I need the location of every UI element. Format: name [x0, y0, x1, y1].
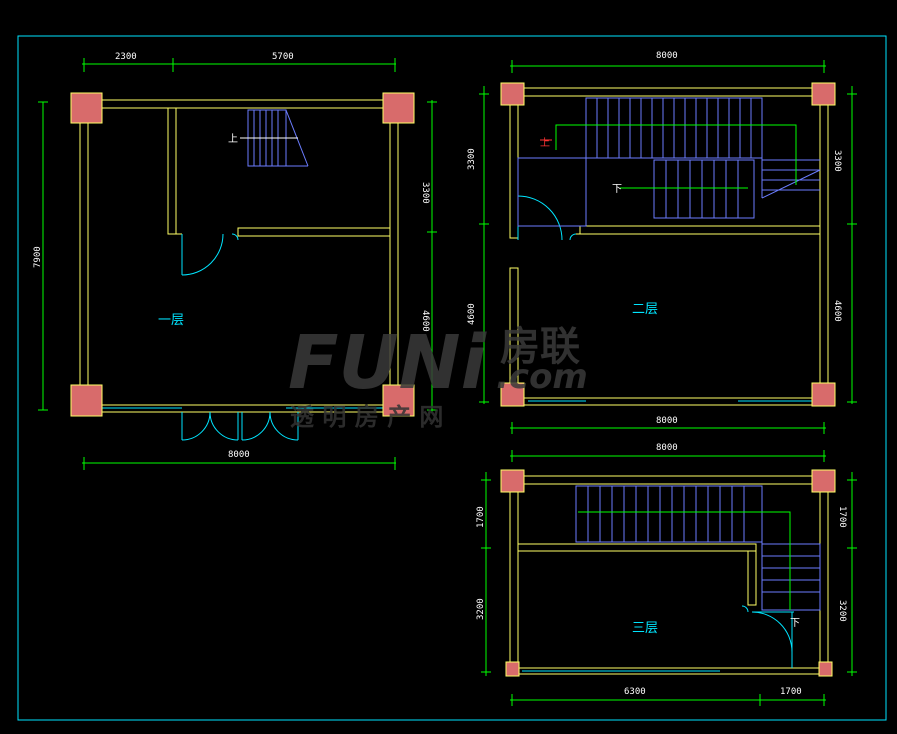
- floor-3-dim-top: 8000: [656, 443, 678, 453]
- floor-3-stair: [575, 485, 821, 611]
- floor-1-stair-up-label: 上: [228, 133, 238, 145]
- floor-2-dimensions: [479, 60, 857, 434]
- floor-3-dim-left-top: 1700: [476, 506, 486, 528]
- floor-1-columns: [70, 92, 415, 417]
- floor-2-dim-right-bottom: 4600: [832, 300, 842, 322]
- floor-3-dim-left-bottom: 3200: [476, 598, 486, 620]
- floor-2-columns: [500, 82, 836, 407]
- floor-3-dim-bottom-right: 1700: [780, 687, 802, 697]
- floor-2-dim-top: 8000: [656, 51, 678, 61]
- watermark-tagline: 透 明 房 产 网: [290, 403, 443, 431]
- floor-3-label: 三层: [632, 621, 658, 636]
- floor-2-stair: [517, 97, 821, 227]
- floor-2-stair-up-label: 上: [540, 137, 550, 149]
- floor-1-stair: [240, 109, 309, 167]
- floor-2-dim-bottom: 8000: [656, 416, 678, 426]
- floor-1-dim-right-bottom: 4600: [420, 310, 430, 332]
- floor-1-dim-bottom: 8000: [228, 450, 250, 460]
- watermark-brand-cn: 房联: [500, 324, 580, 370]
- floor-3-dim-right-top: 1700: [837, 506, 847, 528]
- floor-3-columns: [500, 469, 836, 677]
- floor-3-doors: [741, 605, 794, 668]
- floor-1-dim-top-left: 2300: [115, 52, 137, 62]
- watermark-brand: FUNi: [288, 320, 488, 406]
- floor-1-label: 一层: [158, 313, 184, 328]
- floor-3-stair-down-label: 下: [790, 618, 800, 629]
- floor-2-dim-right-top: 3300: [832, 150, 842, 172]
- floor-2-label: 二层: [632, 302, 658, 317]
- floor-2-plan: 8000 3300 4600 3300 4600 8000 上 下 二层: [467, 51, 857, 434]
- floor-3-dimensions: [481, 450, 857, 706]
- floor-3-dim-bottom-left: 6300: [624, 687, 646, 697]
- watermark-domain: .com: [496, 357, 588, 397]
- floor-1-plan: 2300 5700 7900 3300 4600 8000 上 一层: [33, 52, 437, 470]
- floor-2-stair-down-label: 下: [612, 184, 622, 195]
- floor-1-dim-right-top: 3300: [420, 182, 430, 204]
- floor-2-doors: [517, 195, 577, 241]
- floor-2-dim-left-bottom: 4600: [467, 303, 477, 325]
- floor-2-dim-left-top: 3300: [467, 148, 477, 170]
- floor-1-dim-left: 7900: [33, 246, 43, 268]
- drawing-frame: [17, 35, 887, 721]
- watermark: FUNi 房联 .com 透 明 房 产 网: [288, 320, 588, 431]
- floor-1-dimensions: [38, 58, 437, 470]
- floor-1-doors: [181, 233, 299, 441]
- floor-3-plan: 8000 1700 3200 1700 3200 6300 1700 下 三层: [476, 443, 857, 706]
- floor-3-walls: [509, 475, 829, 675]
- floor-1-dim-top-right: 5700: [272, 52, 294, 62]
- floor-3-dim-right-bottom: 3200: [837, 600, 847, 622]
